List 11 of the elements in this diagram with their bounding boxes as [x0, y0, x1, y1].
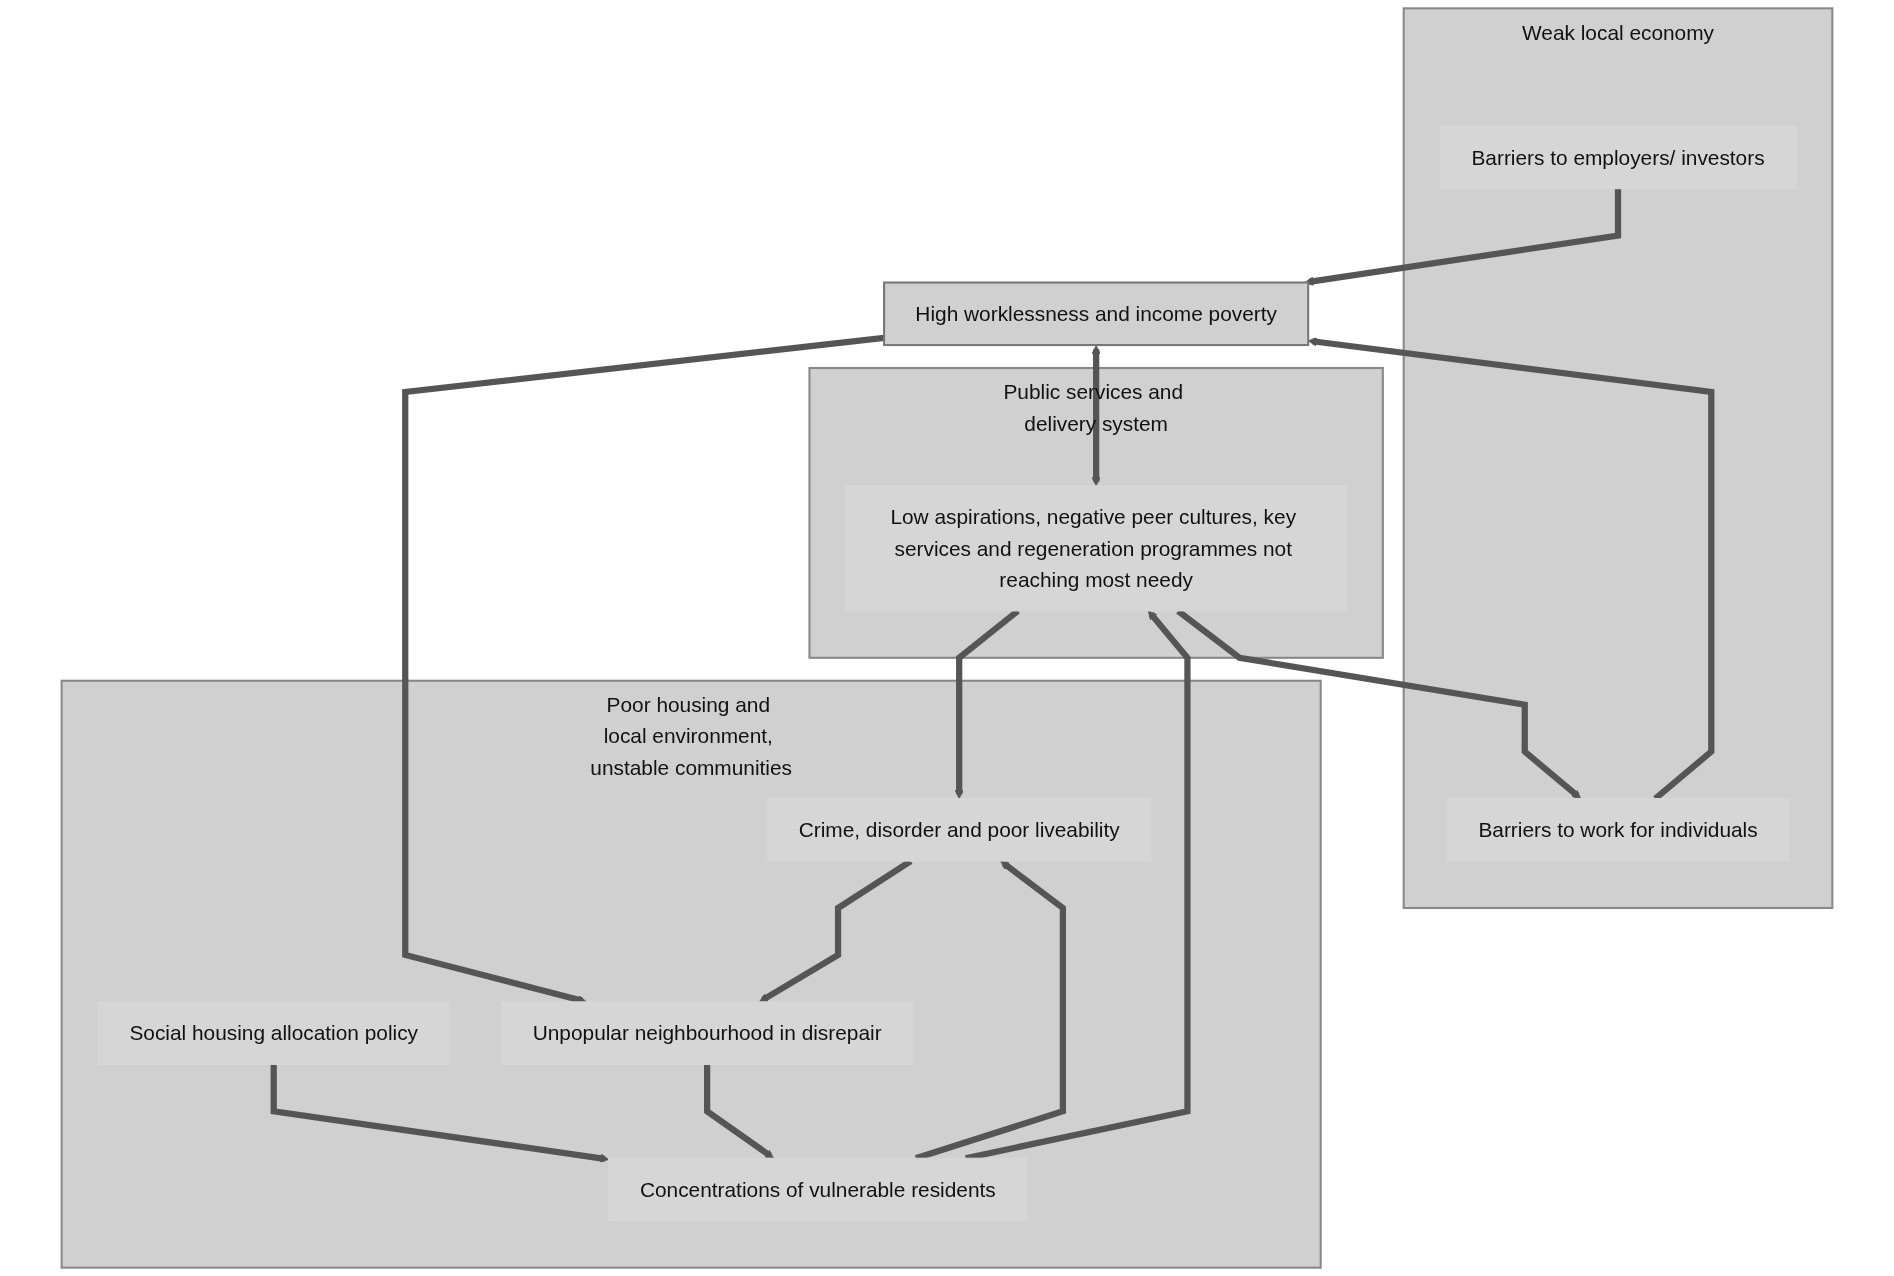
node-box: Low aspirations, negative peer cultures, key services and regeneration programmes not reaching most needy: [845, 485, 1347, 612]
node-box: Social housing allocation policy: [97, 1001, 450, 1065]
node-box: Barriers to employers/ investors: [1439, 125, 1797, 190]
arrow: [1091, 345, 1101, 487]
node-box: Concentrations of vulnerable residents: [608, 1157, 1028, 1222]
arrow: [704, 1064, 774, 1159]
node-box: Unpopular neighbourhood in disrepair: [500, 1001, 914, 1065]
arrow: [270, 1064, 610, 1163]
node-box: Barriers to work for individuals: [1446, 798, 1790, 862]
node-box: Crime, disorder and poor liveability: [766, 798, 1152, 862]
node-box: High worklessness and income poverty: [883, 281, 1310, 347]
